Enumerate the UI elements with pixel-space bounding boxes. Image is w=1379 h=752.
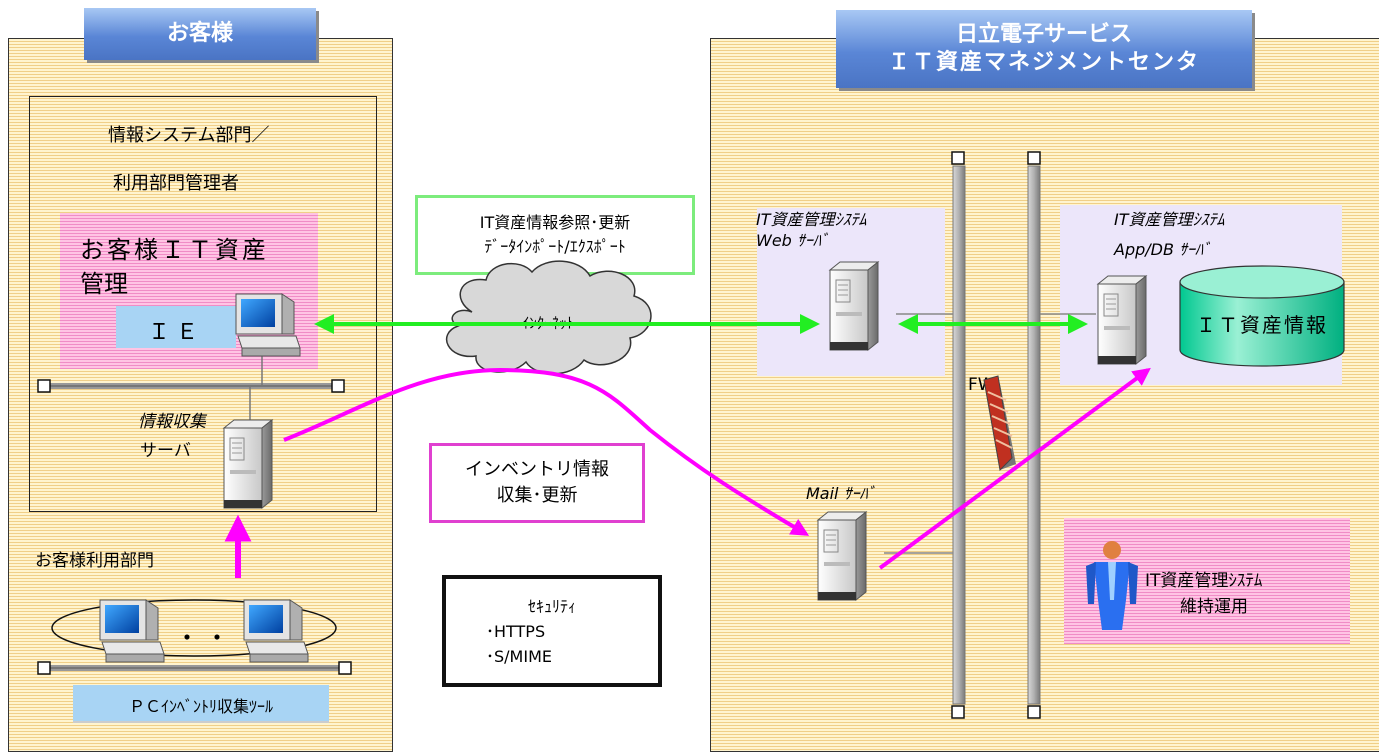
center-bus-right [1027, 165, 1041, 705]
bus-end-node [338, 661, 352, 675]
inventory-label-line2: 収集･更新 [496, 485, 578, 506]
firewall-icon [983, 375, 1016, 472]
inventory-label-line1: インベントリ情報 [465, 459, 609, 480]
center-title-line1: 日立電子サービス [955, 22, 1132, 47]
web-server-icon [829, 261, 879, 351]
app-server-label-line1: IT資産管理ｼｽﾃﾑ [1114, 210, 1225, 229]
inventory-box: インベントリ情報 収集･更新 [429, 443, 645, 523]
security-title: ｾｷｭﾘﾃｨ [527, 596, 576, 616]
ie-label: ＩＥ [148, 320, 205, 345]
bus-end-node [1027, 705, 1041, 719]
mail-server-label: Mail ｻｰﾊﾞ [806, 484, 876, 503]
customer-panel [8, 38, 393, 752]
db-label: ＩＴ資産情報 [1196, 313, 1328, 337]
it-asset-db-icon [1179, 265, 1345, 367]
customer-itam-label-line1: お客様ＩＴ資産 [80, 236, 269, 264]
mail-to-db-arrow [878, 367, 1151, 570]
bus-end-node [1027, 151, 1041, 165]
center-title-line2: ＩＴ資産マネジメントセンタ [887, 50, 1200, 75]
user-pc-icon [243, 599, 309, 663]
user-dept-label: お客様利用部門 [35, 551, 154, 571]
security-item-https: ･HTTPS [486, 621, 546, 641]
bus-end-node [37, 661, 51, 675]
bus-end-node [331, 379, 345, 393]
ops-label-line1: IT資産管理ｼｽﾃﾑ [1145, 571, 1263, 591]
web-server-label-line1: IT資産管理ｼｽﾃﾑ [756, 210, 867, 229]
user-pc-group [51, 599, 337, 657]
bus-end-node [951, 705, 965, 719]
ops-label-line2: 維持運用 [1180, 597, 1248, 617]
customer-itam-label-line2: 管理 [80, 270, 128, 298]
security-box: ｾｷｭﾘﾃｨ ･HTTPS ･S/MIME [442, 575, 662, 687]
operator-person-icon [1086, 541, 1138, 630]
center-bus-left [952, 165, 966, 705]
reference-box: IT資産情報参照･更新 ﾃﾞｰﾀｲﾝﾎﾟｰﾄ/ｴｸｽﾎﾟｰﾄ [415, 195, 695, 275]
pc-tool-box [73, 685, 329, 723]
pc-tool-label: ＰＣｲﾝﾍﾞﾝﾄﾘ収集ﾂｰﾙ [128, 697, 273, 716]
security-item-smime: ･S/MIME [486, 646, 552, 666]
customer-title: お客様 [84, 8, 316, 60]
bus-end-node [37, 379, 51, 393]
admin-pc-icon [235, 293, 301, 357]
reference-label-line1: IT資産情報参照･更新 [479, 213, 631, 232]
web-server-label-line2: Web ｻｰﾊﾞ [756, 231, 829, 250]
ie-box [116, 306, 236, 348]
customer-inner-box [29, 96, 377, 512]
app-server-label-line2: App/DB ｻｰﾊﾞ [1114, 240, 1212, 259]
reference-label-line2: ﾃﾞｰﾀｲﾝﾎﾟｰﾄ/ｴｸｽﾎﾟｰﾄ [484, 237, 626, 256]
bus-end-node [951, 151, 965, 165]
collect-server-label-line2: サーバ [140, 441, 191, 461]
dept-label-line1: 情報システム部門／ [108, 125, 270, 146]
collect-server-icon [223, 419, 273, 509]
mail-server-icon [817, 511, 867, 601]
app-db-server-icon [1097, 275, 1147, 365]
dept-label-line2: 利用部門管理者 [113, 173, 239, 194]
collect-server-label-line1: 情報収集 [138, 412, 206, 432]
user-pc-icon [99, 599, 165, 663]
center-title: 日立電子サービス ＩＴ資産マネジメントセンタ [836, 10, 1252, 88]
inventory-mail-arrow [283, 367, 810, 536]
